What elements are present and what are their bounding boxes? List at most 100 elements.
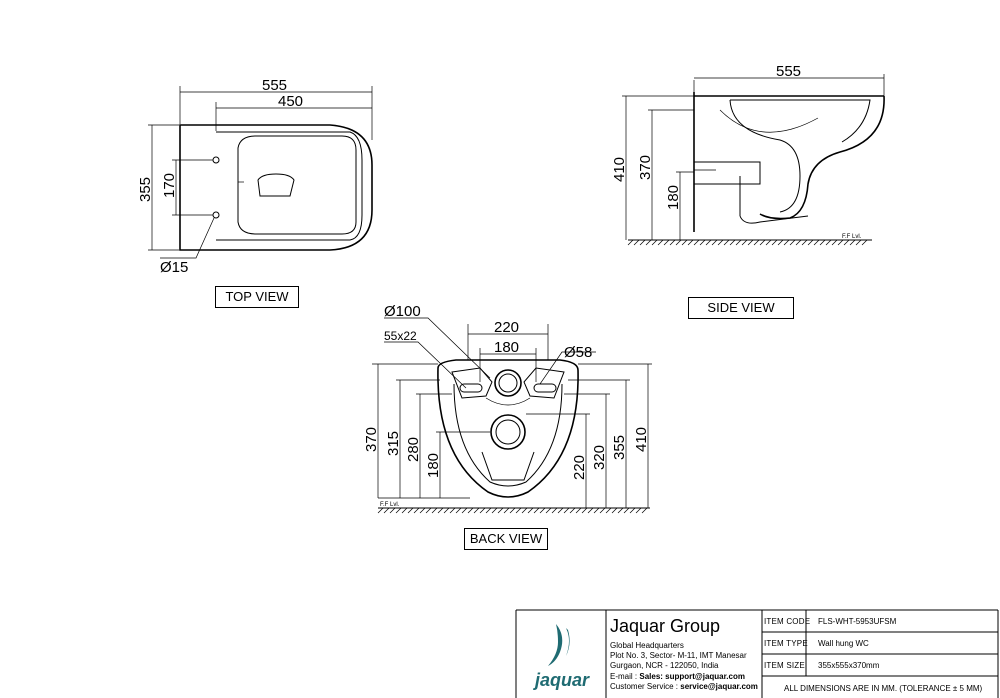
top-view-inner-rim (216, 131, 363, 241)
hatch-line (639, 239, 646, 246)
title-block-frame (515, 609, 999, 698)
service-value: service@jaquar.com (680, 682, 758, 691)
top-view-outline (179, 124, 373, 251)
service-label: Customer Service : (610, 682, 679, 691)
hatch-line (711, 239, 718, 246)
hatch-line (617, 507, 624, 514)
hatch-line (801, 239, 808, 246)
dim-side-180: 180 (665, 185, 682, 210)
hatch-line (383, 507, 390, 514)
dim-top-450: 450 (278, 93, 303, 110)
address-line-3: Gurgaon, NCR - 122050, India (610, 661, 719, 670)
back-view-outlet (490, 414, 526, 450)
hatch-line (669, 239, 676, 246)
hatch-line (581, 507, 588, 514)
back-floor-label: F.F Lvl. (380, 502, 400, 508)
jaquar-logo (548, 624, 570, 666)
hatch-line (777, 239, 784, 246)
dim-side-410: 410 (611, 157, 628, 182)
hatch-line (455, 507, 462, 514)
hatch-line (675, 239, 682, 246)
hatch-line (431, 507, 438, 514)
hatch-line (819, 239, 826, 246)
top-view-drawing (148, 86, 373, 259)
email-label: E-mail : (610, 672, 638, 681)
top-view-dims: 555 450 355 170 Ø15 (137, 77, 303, 276)
back-view-right-slot (533, 383, 557, 393)
hatch-line (633, 239, 640, 246)
hatch-line (825, 239, 832, 246)
hatch-line (461, 507, 468, 514)
hatch-line (687, 239, 694, 246)
top-view-seat (237, 135, 357, 235)
hatch-line (705, 239, 712, 246)
back-view-right-lug (523, 367, 565, 399)
hatch-line (651, 239, 658, 246)
hatch-line (557, 507, 564, 514)
hatch-line (443, 507, 450, 514)
hatch-line (611, 507, 618, 514)
hatch-line (389, 507, 396, 514)
dim-top-355: 355 (137, 177, 154, 202)
email-line: E-mail : Sales: support@jaquar.com (610, 672, 745, 682)
top-view-flush-opening (257, 173, 295, 197)
hatch-line (735, 239, 742, 246)
hatch-line (605, 507, 612, 514)
dim-back-inlet-dia: Ø58 (564, 344, 592, 361)
hatch-line (479, 507, 486, 514)
hatch-line (437, 507, 444, 514)
hatch-line (623, 507, 630, 514)
hatch-line (539, 507, 546, 514)
hatch-line (503, 507, 510, 514)
hatch-line (467, 507, 474, 514)
dim-back-180-top: 180 (494, 339, 519, 356)
hatch-line (693, 239, 700, 246)
hatch-line (521, 507, 528, 514)
hatch-line (425, 507, 432, 514)
dim-side-555: 555 (776, 63, 801, 80)
item-type-label: ITEM TYPE (764, 639, 808, 648)
hatch-line (449, 507, 456, 514)
hatch-line (533, 507, 540, 514)
hatch-line (741, 239, 748, 246)
hatch-line (629, 507, 636, 514)
hatch-line (765, 239, 772, 246)
dimensions-note: ALL DIMENSIONS ARE IN MM. (TOLERANCE ± 5… (784, 684, 983, 693)
back-view-drawing (372, 317, 652, 514)
hatch-line (509, 507, 516, 514)
address-line-1: Global Headquarters (610, 641, 684, 650)
hatch-line (635, 507, 642, 514)
dim-back-right-220: 220 (571, 455, 588, 480)
back-view-left-slot (459, 383, 483, 393)
hatch-line (407, 507, 414, 514)
hatch-line (837, 239, 844, 246)
hatch-line (515, 507, 522, 514)
item-size-value: 355x555x370mm (818, 661, 880, 670)
hatch-line (861, 239, 868, 246)
hatch-line (681, 239, 688, 246)
dim-back-left-280: 280 (405, 437, 422, 462)
item-size-label: ITEM SIZE (764, 661, 805, 670)
side-view-bowl-outline (759, 95, 885, 220)
back-view-left-lug (451, 367, 493, 399)
back-view-dims: 220 180 Ø100 55x22 Ø58 370 315 280 180 2… (363, 303, 650, 508)
hatch-line (663, 239, 670, 246)
hatch-line (395, 507, 402, 514)
hatch-line (587, 507, 594, 514)
hatch-line (401, 507, 408, 514)
hatch-line (729, 239, 736, 246)
dim-back-left-315: 315 (385, 431, 402, 456)
hatch-line (795, 239, 802, 246)
hatch-line (717, 239, 724, 246)
company-name: Jaquar Group (610, 616, 721, 636)
hatch-line (657, 239, 664, 246)
hatch-line (855, 239, 862, 246)
hatch-line (641, 507, 648, 514)
hatch-line (563, 507, 570, 514)
hatch-line (527, 507, 534, 514)
hatch-line (627, 239, 634, 246)
brand-wordmark: jaquar (534, 670, 590, 690)
service-line: Customer Service : service@jaquar.com (610, 682, 758, 692)
back-view-outline (437, 359, 579, 498)
